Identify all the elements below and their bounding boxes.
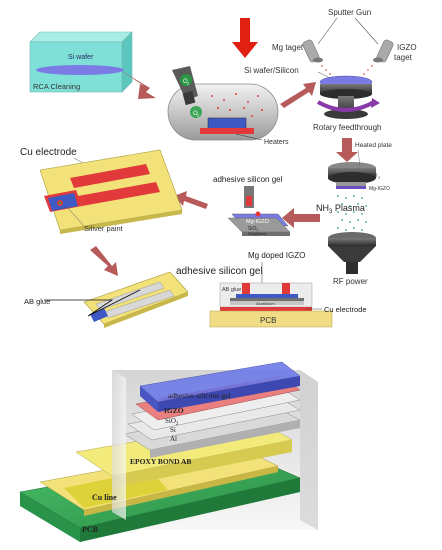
right-arrow-icon [280, 82, 316, 108]
mg-igzo-layer [336, 186, 366, 189]
heaters-label: Heaters [264, 139, 289, 146]
si-wafer-silicon-label: Si wafer/Silicon [244, 66, 299, 75]
ab-glue-label: AB glue [24, 297, 50, 306]
o2-top-sub: 2 [187, 81, 190, 86]
ab-glue-small-label: AB glue [222, 287, 241, 293]
left-arrow-icon [282, 208, 320, 228]
sputter-system: Sputter Gun Mg taget IGZO taget Si wafer… [244, 8, 417, 132]
mg-doped-igzo-label: Mg doped IGZO [248, 251, 305, 260]
igzo-target-label-2: taget [394, 53, 413, 62]
left-arrow-icon [174, 191, 208, 209]
plasma-dots-icon [337, 195, 367, 231]
stack-pcb-label: PCB [82, 525, 99, 534]
sputter-gun-label: Sputter Gun [328, 8, 371, 17]
chip-si-label: Si/Al(65nm) [248, 232, 266, 236]
pcb-small-label: PCB [260, 316, 276, 325]
cu-electrode-board: Cu electrode Siliver paint [20, 147, 183, 234]
chip-sio2-label: SiO2 [248, 226, 258, 232]
stack-epoxy-label: EPOXY BOND AB [130, 457, 191, 466]
oxidation-chamber: O 2 O 2 Heaters [167, 66, 289, 146]
adhesive-gel-label-1: adhesive silicon gel [213, 175, 283, 184]
aluminium-label: Aluminium [256, 301, 275, 306]
rf-power-label: RF power [333, 277, 368, 286]
stack-igzo-label: IGZO [164, 406, 184, 415]
o2-bottom-sub: 2 [197, 113, 200, 118]
igzo-target-label-1: IGZO [397, 43, 417, 52]
silver-paint-label: Siliver paint [84, 224, 124, 233]
o2-top-label: O [183, 79, 188, 85]
stack-illustration: adhesive silicone gel IGZO SiO2 Si Al EP… [19, 361, 318, 542]
stack-al-label: Al [170, 435, 177, 443]
heated-plate-label: Heated plate [355, 142, 392, 149]
stack-si-label: Si [170, 426, 176, 434]
chip-mg-igzo-label: Mg-IGZO [246, 219, 270, 225]
ab-glue-board: AB glue [24, 271, 189, 328]
coated-chip: adhesive silicon gel Mg-IGZO SiO2 Si/Al(… [213, 175, 291, 236]
stack-sio2-label: SiO2 [165, 417, 179, 427]
particles-icon [211, 93, 263, 117]
sputter-gun-icon [302, 39, 394, 63]
nh3-plasma-label: NH3 Plasma [316, 203, 365, 215]
sio2-small-sub: 2 [378, 176, 380, 180]
right-arrow-icon [120, 70, 156, 99]
down-arrow-icon [232, 18, 258, 58]
rotary-feedthrough-label: Rotary feedthrough [313, 123, 382, 132]
sio2-small-label: SiO [369, 173, 377, 179]
mg-target-label: Mg taget [272, 43, 304, 52]
si-wafer-label: Si wafer [68, 54, 94, 61]
heater-strip [200, 128, 254, 134]
rca-cleaning-label: RCA Cleaning [33, 82, 80, 91]
stack-cu-line-label: Cu line [92, 493, 117, 502]
wafer-in-bath [36, 65, 124, 75]
down-arrow-icon [336, 138, 358, 162]
cross-section: Mg doped IGZO adhesive silicon gel Alumi… [176, 251, 367, 328]
rca-cleaning-box: Si wafer RCA Cleaning [29, 31, 133, 93]
down-arrow-icon [90, 246, 118, 276]
adhesive-gel-label-2: adhesive silicon gel [176, 266, 263, 277]
cu-electrode-2-label: Cu electrode [324, 305, 367, 314]
stack-adhesive-label: adhesive silicone gel [168, 391, 230, 400]
o2-bottom-label: O [193, 111, 198, 117]
mg-igzo-small-label: Mg-IGZO [369, 186, 390, 192]
plasma-chamber: Heated plate SiO 2 Mg-IGZO NH3 Plasma RF… [316, 142, 392, 286]
sio2-layer [336, 182, 366, 186]
cu-electrode-label: Cu electrode [20, 147, 77, 158]
